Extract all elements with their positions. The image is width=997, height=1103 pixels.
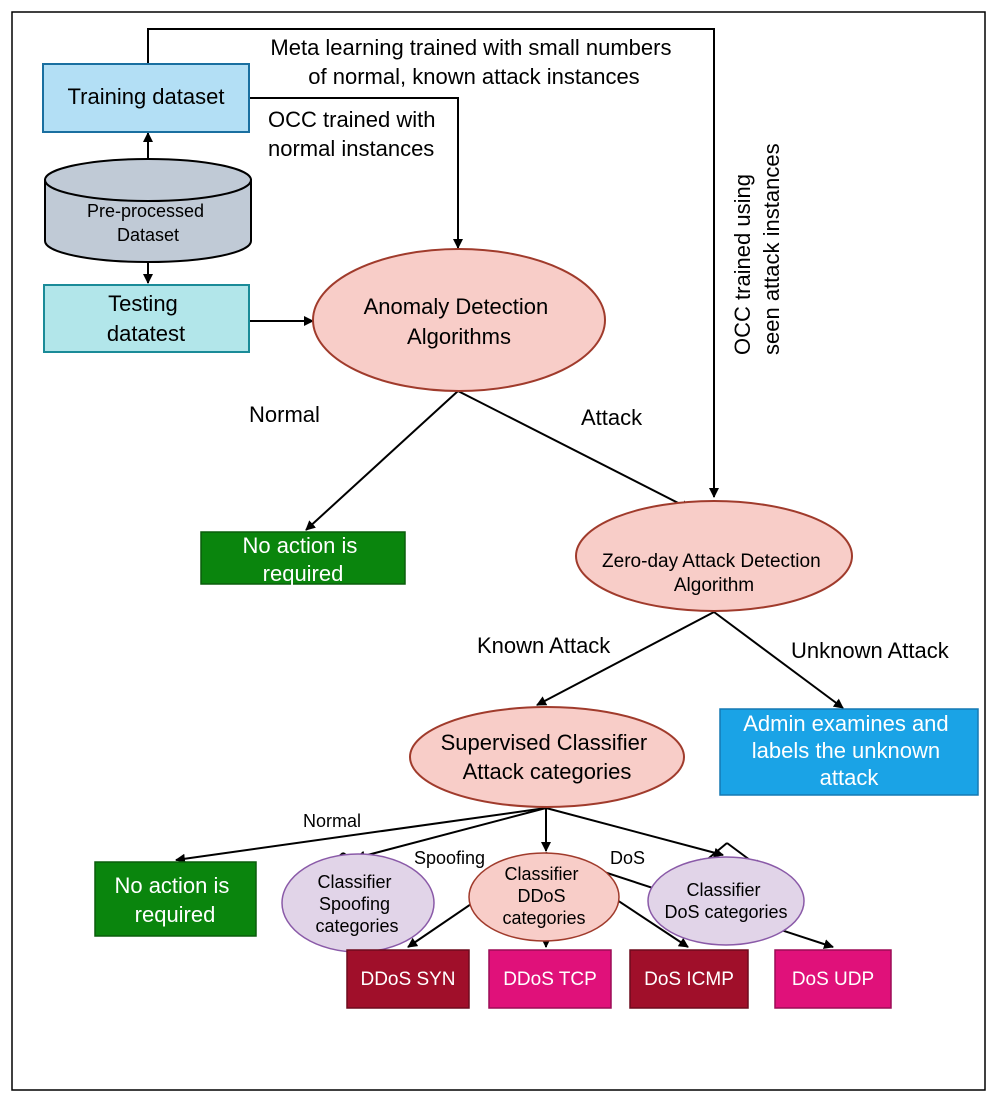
edge-supervised-to-no-action: [175, 807, 547, 864]
training-dataset-label: Training dataset: [68, 84, 225, 109]
preprocessed-dataset-label: Pre-processed Dataset: [87, 201, 209, 245]
node-no-action-1: No action is required: [200, 531, 406, 586]
edge-meta-learning: [147, 28, 719, 498]
node-preprocessed-dataset: Pre-processed Dataset: [44, 158, 252, 263]
node-classifier-spoofing: Classifier Spoofing categories: [281, 853, 435, 953]
dos-icmp-label: DoS ICMP: [644, 969, 734, 990]
zero-day-label: Zero-day Attack Detection Algorithm: [602, 551, 826, 596]
edge-anomaly-to-no-action: [305, 390, 459, 531]
testing-dataset-label: Testing datatest: [107, 291, 185, 346]
edges: [143, 28, 844, 949]
classifier-spoofing-label: Classifier Spoofing categories: [315, 872, 398, 936]
edge-label-occ-normal: OCC trained with normal instances: [268, 107, 442, 161]
edge-occ-normal: [249, 97, 463, 249]
edge-zero-day-to-supervised: [536, 611, 715, 706]
edge-supervised-to-spoofing: [355, 807, 547, 861]
edge-zero-day-to-admin: [713, 611, 844, 709]
dos-udp-label: DoS UDP: [792, 969, 874, 990]
edge-label-normal-2: Normal: [303, 811, 361, 831]
no-action-1-label: No action is required: [242, 533, 363, 586]
node-zero-day-detection: Zero-day Attack Detection Algorithm: [575, 500, 853, 612]
no-action-2-label: No action is required: [114, 873, 235, 927]
node-ddos-syn: DDoS SYN: [346, 949, 470, 1009]
node-supervised-classifier: Supervised Classifier Attack categories: [409, 706, 685, 808]
edge-anomaly-to-zero-day: [457, 390, 691, 510]
node-dos-icmp: DoS ICMP: [629, 949, 749, 1009]
edge-label-normal-1: Normal: [249, 402, 320, 427]
edge-label-spoofing: Spoofing: [414, 848, 485, 868]
edge-label-unknown-attack: Unknown Attack: [791, 638, 950, 663]
node-dos-udp: DoS UDP: [774, 949, 892, 1009]
diagram-frame: [11, 11, 986, 1091]
edge-label-known-attack: Known Attack: [477, 633, 611, 658]
node-classifier-ddos: Classifier DDoS categories: [468, 852, 620, 942]
supervised-classifier-label: Supervised Classifier Attack categories: [441, 730, 654, 784]
edge-label-occ-seen: OCC trained using seen attack instances: [730, 143, 784, 355]
classifier-ddos-label: Classifier DDoS categories: [502, 864, 585, 928]
node-admin-examines: Admin examines and labels the unknown at…: [719, 708, 979, 796]
edge-supervised-to-dos: [545, 807, 724, 858]
edge-label-dos: DoS: [610, 848, 645, 868]
node-no-action-2: No action is required: [94, 861, 257, 937]
edge-label-attack: Attack: [581, 405, 643, 430]
node-ddos-tcp: DDoS TCP: [488, 949, 612, 1009]
node-classifier-dos: Classifier DoS categories: [647, 856, 805, 946]
ddos-tcp-label: DDoS TCP: [503, 969, 597, 990]
ddos-syn-label: DDoS SYN: [360, 969, 455, 990]
classifier-dos-label: Classifier DoS categories: [664, 880, 787, 922]
node-testing-dataset: Testing datatest: [43, 284, 250, 353]
node-training-dataset: Training dataset: [42, 63, 250, 133]
edge-label-meta-learning: Meta learning trained with small numbers…: [270, 35, 677, 89]
admin-examines-label: Admin examines and labels the unknown at…: [743, 711, 955, 790]
node-anomaly-detection: Anomaly Detection Algorithms: [312, 248, 606, 392]
anomaly-detection-label: Anomaly Detection Algorithms: [364, 294, 555, 349]
